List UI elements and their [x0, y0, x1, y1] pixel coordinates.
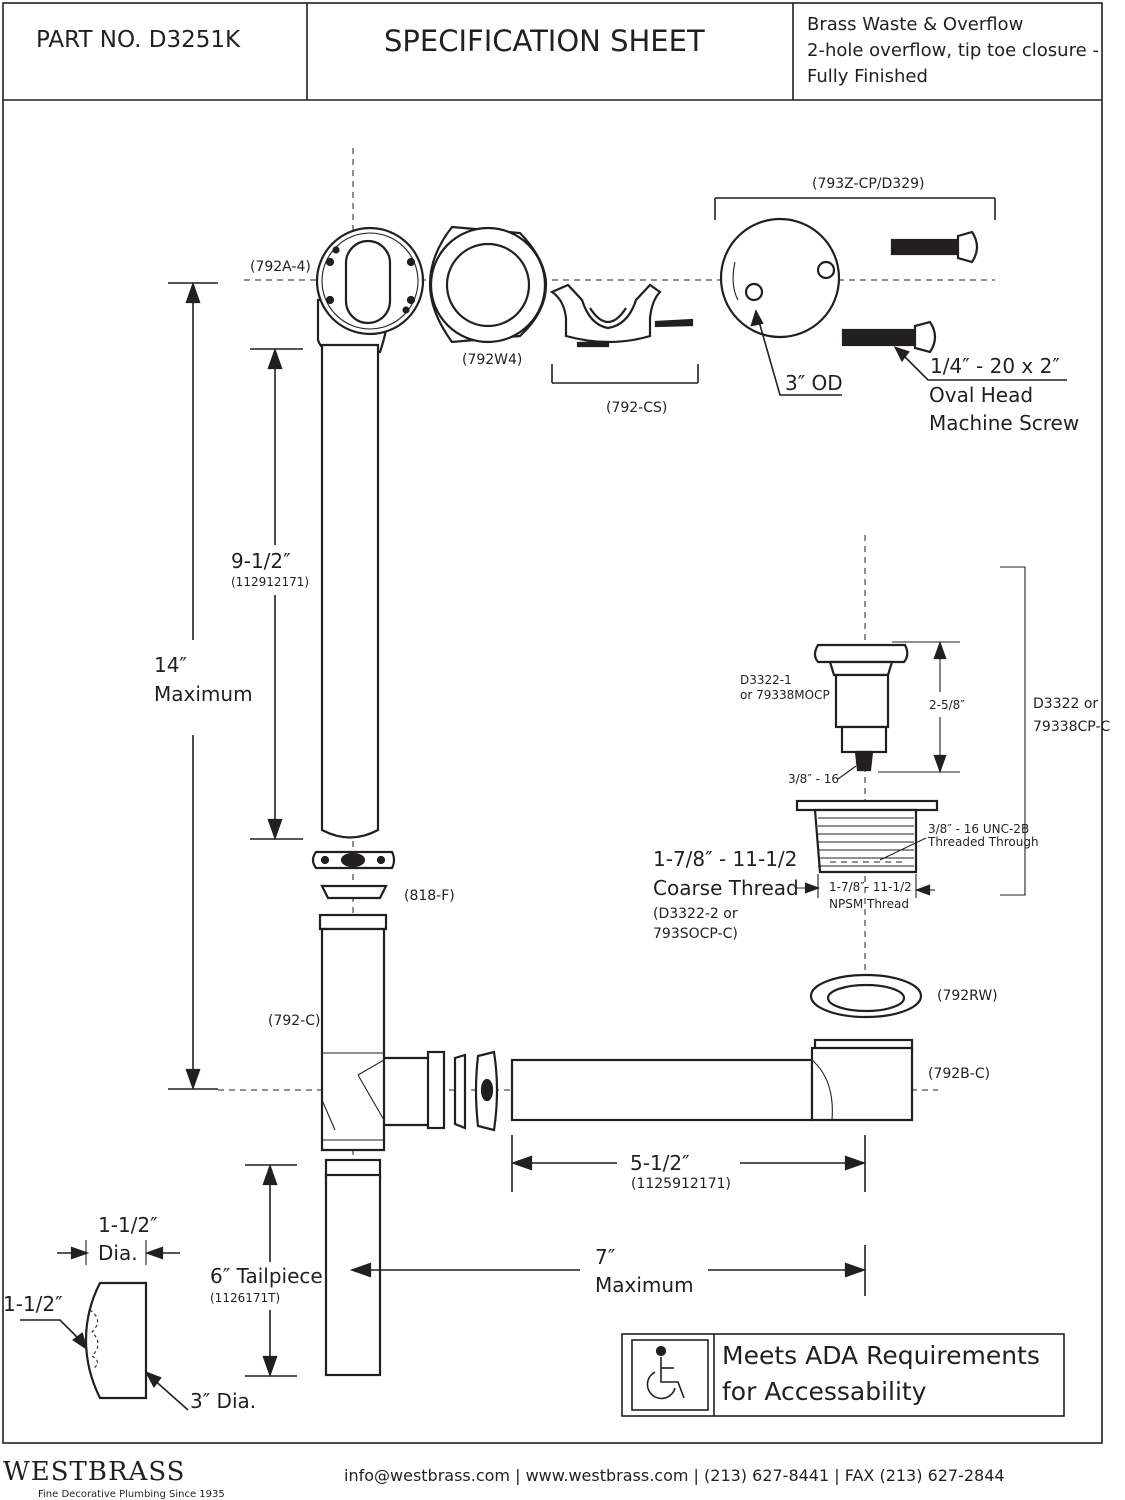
ada-line-1: Meets ADA Requirements: [722, 1341, 1040, 1370]
label-818f: (818-F): [404, 888, 455, 904]
contact-info: info@westbrass.com | www.westbrass.com |…: [344, 1466, 1005, 1485]
label-5-half-inch: 5-1/2″: [630, 1151, 690, 1175]
label-5-half-part: (1125912171): [631, 1176, 731, 1192]
machine-screw-2: [841, 320, 937, 354]
label-793socp-c: 793SOCP-C): [653, 926, 738, 942]
label-793z: (793Z-CP/D329): [812, 176, 924, 192]
label-dia: Dia.: [98, 1241, 138, 1265]
overflow-gasket-792w4: [428, 225, 548, 344]
drain-body-d3322-2: [795, 799, 939, 874]
horizontal-drain-pipe: [510, 1058, 814, 1122]
label-3-dia: 3″ Dia.: [190, 1389, 256, 1413]
label-coarse-thread-size: 1-7/8″ - 11-1/2: [653, 847, 797, 871]
label-threaded-through: Threaded Through: [927, 835, 1039, 849]
drain-tee-792c: [318, 913, 446, 1152]
label-1-1-2-dia: 1-1/2″: [98, 1213, 158, 1237]
label-d3322-1: D3322-1: [740, 673, 792, 687]
tee-washer-nut: [453, 1050, 499, 1132]
label-7-inch: 7″: [595, 1245, 615, 1269]
label-792rw: (792RW): [937, 988, 998, 1004]
label-9-half-part: (112912171): [231, 575, 309, 589]
pipe-section-detail: [20, 1240, 189, 1411]
cross-strap-792cs: [549, 283, 699, 384]
label-14-maximum: Maximum: [154, 682, 253, 706]
label-792bc: (792B-C): [928, 1066, 990, 1082]
dimension-14: [168, 281, 218, 1091]
dimension-2-5-8: [878, 640, 960, 774]
label-unc-2b: 3/8″ - 16 UNC-2B: [928, 822, 1029, 836]
label-79338cp-c: 79338CP-C: [1033, 719, 1110, 735]
label-tailpiece-part: (1126171T): [210, 1291, 280, 1305]
label-79338mocp: or 79338MOCP: [740, 688, 830, 702]
label-3-8-16: 3/8″ - 16: [788, 772, 839, 786]
label-screw-head: Oval Head: [929, 383, 1033, 407]
rubber-washer-792rw: [809, 973, 923, 1019]
ada-badge: [621, 1333, 1065, 1417]
faceplate-793z: [714, 197, 996, 339]
label-6-tailpiece: 6″ Tailpiece: [210, 1264, 323, 1288]
label-screw-size: 1/4″ - 20 x 2″: [930, 354, 1060, 378]
description-line-3: Fully Finished: [807, 66, 928, 87]
label-7-maximum: Maximum: [595, 1273, 694, 1297]
label-npsm-size: 1-7/8″- 11-1/2: [829, 880, 912, 894]
description-line-1: Brass Waste & Overflow: [807, 14, 1023, 35]
label-3-od: 3″ OD: [785, 371, 843, 395]
sheet-title: SPECIFICATION SHEET: [384, 24, 705, 58]
dimension-9-half: [250, 347, 303, 841]
wheelchair-icon: [646, 1345, 685, 1400]
label-792w4: (792W4): [462, 352, 522, 368]
label-9-half-inch: 9-1/2″: [231, 549, 291, 573]
overflow-pipe: [320, 343, 380, 839]
drain-elbow-792bc: [810, 1038, 914, 1122]
part-number: PART NO. D3251K: [36, 27, 241, 53]
label-792c: (792-C): [268, 1013, 320, 1029]
brand-tagline: Fine Decorative Plumbing Since 1935: [38, 1489, 225, 1500]
label-d3322-2: (D3322-2 or: [653, 906, 738, 922]
label-npsm-thread: NPSM Thread: [829, 897, 909, 911]
label-d3322-or: D3322 or: [1033, 696, 1098, 712]
tailpiece: [324, 1158, 382, 1377]
dimension-6-tailpiece: [245, 1163, 297, 1378]
label-792a4: (792A-4): [250, 259, 311, 275]
dimension-5-half: [510, 1135, 867, 1192]
label-screw-type: Machine Screw: [929, 411, 1079, 435]
description-line-2: 2-hole overflow, tip toe closure -: [807, 40, 1099, 61]
label-792cs: (792-CS): [606, 400, 667, 416]
label-2-5-8: 2-5/8″: [929, 698, 965, 712]
machine-screw-1: [890, 230, 979, 264]
brand-logo: WESTBRASS: [3, 1457, 185, 1487]
ada-line-2: for Accessability: [722, 1377, 927, 1406]
drain-stopper-d3322-1: [813, 643, 909, 772]
dimension-7: [349, 1245, 867, 1296]
label-coarse-thread: Coarse Thread: [653, 876, 799, 900]
label-14-inch: 14″: [154, 653, 187, 677]
sheet-border: [2, 2, 1103, 1444]
slip-nut-818f: [311, 850, 396, 900]
overflow-elbow-792a4: [315, 226, 425, 354]
label-1-1-2-side: 1-1/2″: [3, 1292, 63, 1316]
